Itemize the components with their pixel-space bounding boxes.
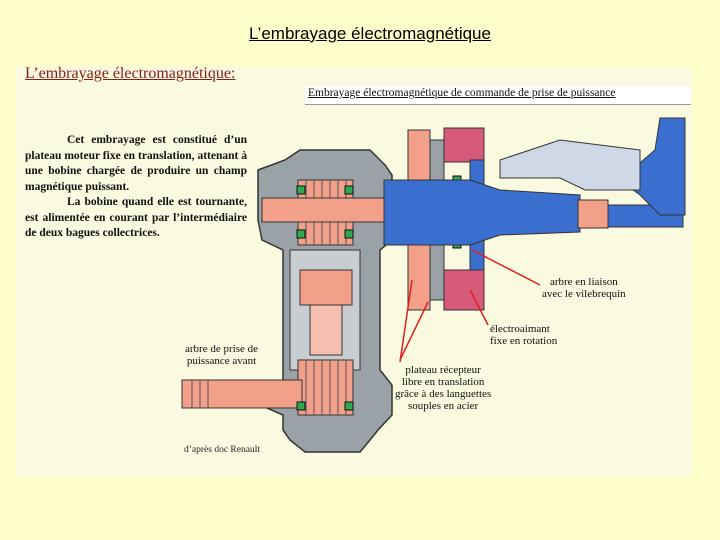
- crankshaft-shaft: [383, 179, 684, 246]
- engine-housing: [499, 117, 686, 216]
- panel-heading: L’embrayage électromagnétique:: [25, 65, 236, 82]
- w-marker: w: [388, 186, 395, 196]
- description-paragraph-2: La bobine quand elle est tournante, est …: [25, 196, 247, 239]
- slide-title: L’embrayage électromagnétique: [249, 24, 491, 43]
- front-pto-shaft-label: arbre de prise de puissance avant: [185, 343, 258, 367]
- middle-gear: [299, 269, 353, 356]
- crankshaft-shaft-label: arbre en liaison avec le vilebrequin: [542, 276, 626, 300]
- label-arrows: [399, 249, 541, 363]
- receiver-plate-label: plateau récepteur libre en translation g…: [395, 364, 492, 412]
- description-text: Cet embrayage est constitué d’un plateau…: [25, 133, 247, 242]
- diagram-caption: Embrayage électromagnétique de commande …: [308, 87, 616, 99]
- description-paragraph-1: Cet embrayage est constitué d’un plateau…: [25, 134, 247, 193]
- electromagnet-label: électroaimant fixe en rotation: [490, 323, 558, 347]
- source-credit: d’après doc Renault: [184, 445, 260, 455]
- front-pto-shaft: [181, 379, 303, 409]
- lower-gear: [297, 359, 354, 416]
- caption-box: [305, 86, 691, 105]
